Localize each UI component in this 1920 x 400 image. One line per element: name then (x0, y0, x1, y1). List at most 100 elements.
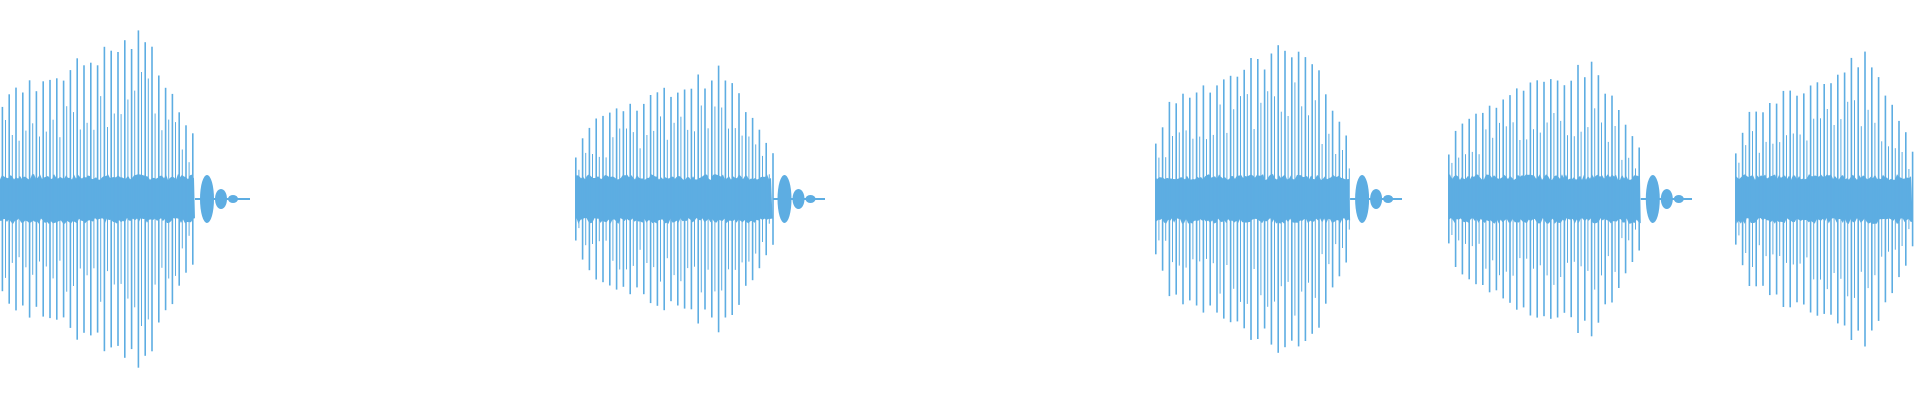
waveform-sample-peak (56, 78, 58, 320)
waveform-sample-peak (1465, 154, 1466, 244)
waveform-sample-peak (192, 133, 194, 265)
waveform-sample-peak (1257, 59, 1259, 339)
waveform-sample-peak (1516, 88, 1518, 310)
waveform-sample-peak (1809, 85, 1812, 313)
waveform-sample-peak (73, 112, 74, 286)
waveform-sample-peak (1223, 79, 1225, 319)
waveform-sample-peak (1212, 134, 1214, 264)
waveform-sample-peak (1553, 113, 1555, 285)
waveform-sample-peak (1458, 157, 1460, 241)
waveform-sample-peak (1291, 57, 1293, 341)
waveform-sample-peak (1888, 146, 1889, 252)
waveform-sample-peak (1246, 94, 1248, 304)
waveform-sample-peak (141, 72, 142, 326)
waveform-sample-peak (1806, 140, 1808, 258)
waveform-sample-peak (765, 142, 767, 256)
waveform-sample-peak (164, 87, 167, 311)
waveform-sample-peak (1607, 141, 1609, 257)
waveform-sample-peak (1573, 136, 1575, 262)
waveform-sample-peak (1250, 58, 1252, 340)
waveform-sample-peak (1891, 104, 1893, 294)
audio-clip-5[interactable] (1735, 51, 1914, 347)
waveform-sample-peak (1765, 141, 1767, 257)
waveform-sample-peak (1560, 120, 1562, 278)
waveform-sample-peak (1219, 104, 1221, 294)
waveform-sample-peak (1533, 129, 1534, 269)
waveform-sample-peak (1182, 93, 1184, 305)
audio-clip-4[interactable] (1448, 61, 1692, 337)
waveform-sample-peak (1485, 129, 1487, 269)
waveform-sample-peak (154, 113, 156, 285)
waveform-sample-peak (1628, 157, 1630, 241)
waveform-sample-peak (1830, 83, 1832, 315)
waveform-sample-peak (585, 152, 587, 246)
waveform-sample-peak (1792, 133, 1794, 265)
waveform-sample-peak (707, 128, 709, 270)
waveform-sample-peak (1468, 118, 1470, 280)
waveform-sample-peak (1267, 91, 1269, 307)
waveform-sample-peak (42, 81, 44, 317)
waveform-sample-peak (1884, 95, 1887, 303)
waveform-sample-peak (76, 58, 78, 340)
waveform-sample-peak (161, 130, 163, 268)
waveform-sample-peak (1877, 77, 1880, 321)
waveform-sample-peak (741, 135, 743, 263)
waveform-sample-peak (5, 120, 6, 278)
waveform-sample-peak (1229, 75, 1232, 323)
waveform-sample-peak (1567, 135, 1568, 263)
waveform-sample-peak (632, 132, 634, 266)
waveform-sample-peak (1536, 80, 1538, 318)
waveform-sample-peak (15, 87, 17, 311)
waveform-sample-peak (717, 65, 720, 333)
audio-clip-1[interactable] (0, 30, 250, 368)
waveform-sample-peak (1499, 122, 1500, 276)
waveform-sample-peak (185, 125, 187, 273)
waveform-sample-peak (188, 162, 190, 236)
waveform-sample-peak (602, 115, 604, 283)
waveform-sample-peak (1604, 93, 1606, 305)
waveform-sample-peak (1789, 90, 1791, 308)
waveform-sample-peak (768, 174, 770, 224)
waveform-sample-peak (1638, 147, 1640, 251)
waveform-sample-peak (32, 123, 34, 275)
waveform-sample-peak (1769, 103, 1771, 296)
waveform-sample-peak (28, 80, 31, 318)
waveform-sample-peak (1796, 95, 1798, 303)
waveform-sample-peak (694, 131, 695, 267)
waveform-sample-peak (1833, 125, 1835, 273)
waveform-sample-peak (1738, 162, 1740, 236)
waveform-sample-peak (1584, 77, 1586, 321)
waveform-sample-peak (90, 62, 92, 336)
audio-clip-2[interactable] (575, 65, 825, 333)
waveform-sample-peak (1816, 82, 1819, 316)
waveform-sample-peak (646, 135, 648, 263)
waveform-sample-peak (1509, 95, 1511, 303)
waveform-sample-peak (1570, 80, 1572, 318)
waveform-sample-peak (1563, 85, 1566, 313)
waveform-sample-peak (1543, 81, 1545, 317)
waveform-sample-peak (1587, 127, 1589, 271)
audio-clip-3[interactable] (1155, 45, 1402, 353)
waveform-sample-peak (704, 88, 706, 310)
waveform-sample-peak (1857, 67, 1859, 331)
waveform-sample-peak (59, 137, 61, 261)
waveform-sample-peak (1471, 151, 1473, 247)
waveform-sample-peak (1881, 141, 1883, 257)
waveform-sample-peak (100, 96, 102, 302)
waveform-sample-peak (22, 92, 24, 306)
waveform-sample-peak (1155, 143, 1157, 255)
waveform-sample-peak (1451, 162, 1453, 235)
waveform-sample-peak (1199, 136, 1201, 262)
waveform-sample-peak (25, 130, 27, 268)
waveform-sample-peak (1482, 112, 1484, 286)
waveform-sample-peak (45, 131, 47, 267)
waveform-sample-peak (147, 78, 149, 320)
waveform-sample-peak (1898, 120, 1900, 278)
waveform-sample-peak (700, 105, 702, 293)
waveform-sample-peak (1161, 127, 1164, 271)
waveform-sample-peak (656, 92, 659, 306)
waveform-sample-peak (1209, 92, 1211, 306)
waveform-sample-peak (8, 94, 10, 304)
